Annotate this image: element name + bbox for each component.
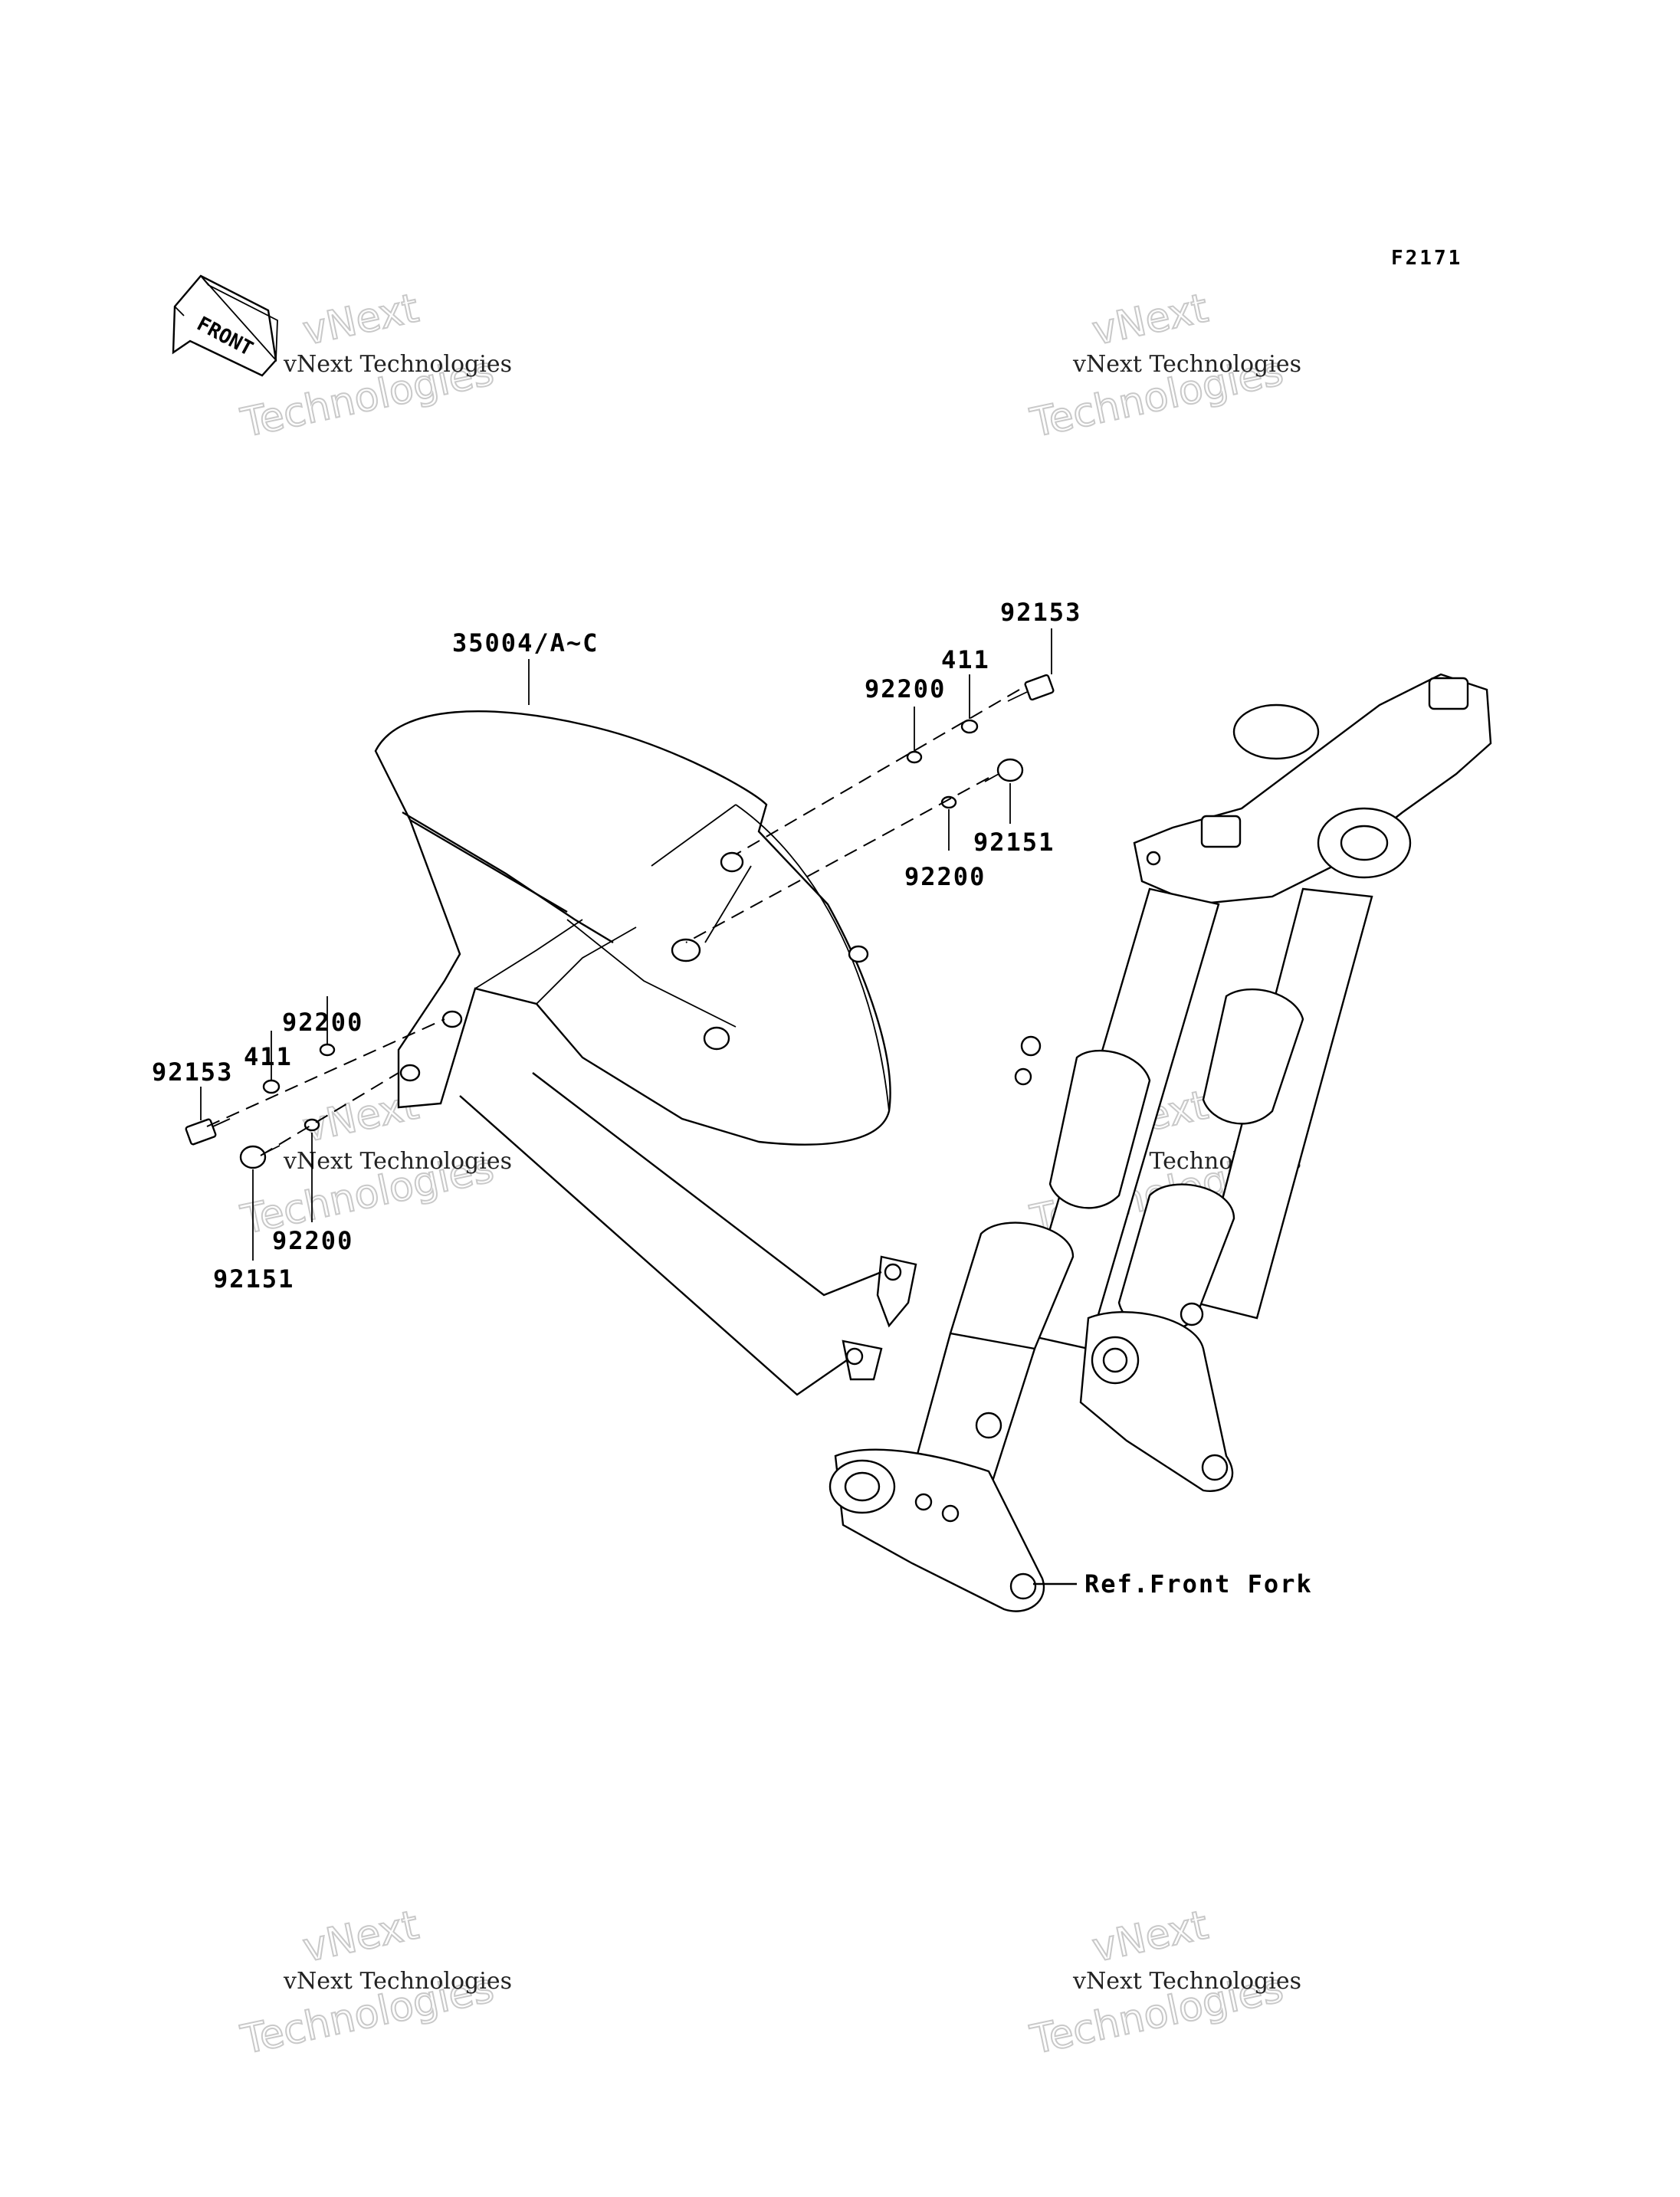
diagram-code: F2171 <box>1391 247 1462 270</box>
callout-washer: 92200 <box>865 674 946 703</box>
callout-washer: 92200 <box>904 862 986 891</box>
callout-bolt: 92153 <box>1000 598 1081 627</box>
bolt-icon <box>1007 674 1055 702</box>
watermark-bottom-left: vNext Technologies vNext Technologies <box>236 1901 512 2064</box>
watermark-text: vNext Technologies <box>283 1968 512 1995</box>
callout-collar: 411 <box>244 1042 293 1071</box>
watermark-text: vNext Technologies <box>283 1148 512 1175</box>
watermark-text: vNext Technologies <box>1072 351 1301 378</box>
collar-icon <box>960 719 979 734</box>
watermark-big-text: vNext <box>1088 285 1212 354</box>
callout-bolt: 92153 <box>152 1058 233 1087</box>
callout-screw: 92151 <box>973 828 1055 857</box>
watermark-top-right: vNext Technologies vNext Technologies <box>1025 284 1301 447</box>
watermark-text: vNext Technologies <box>283 351 512 378</box>
callout-washer: 92200 <box>282 1008 363 1037</box>
screw-icon <box>984 758 1024 782</box>
collar-icon <box>262 1079 281 1094</box>
front-fork-assembly <box>829 673 1492 1612</box>
leader-lines <box>200 628 1077 1585</box>
watermark-big-text: vNext <box>1088 1902 1212 1971</box>
watermark-bottom-right: vNext Technologies vNext Technologies <box>1025 1901 1301 2064</box>
callout-washer: 92200 <box>272 1226 353 1255</box>
callout-screw: 92151 <box>213 1264 294 1294</box>
washer-icon <box>940 795 957 809</box>
reference-label: Ref.Front Fork <box>1084 1569 1313 1599</box>
assembly-lines <box>206 689 1020 1396</box>
bolt-icon <box>185 1118 231 1146</box>
screw-icon <box>239 1145 281 1169</box>
watermark-big-text: vNext <box>299 1902 422 1971</box>
washer-icon <box>319 1043 336 1057</box>
front-arrow-icon: FRONT <box>172 274 278 377</box>
callout-fender: 35004/A~C <box>452 628 599 657</box>
watermark-top-left: vNext Technologies vNext Technologies <box>236 284 512 447</box>
watermark-text: vNext Technologies <box>1072 1968 1301 1995</box>
callout-collar: 411 <box>941 645 990 674</box>
washer-icon <box>906 750 923 764</box>
front-fender <box>374 710 891 1146</box>
watermark-big-text: vNext <box>299 285 422 354</box>
